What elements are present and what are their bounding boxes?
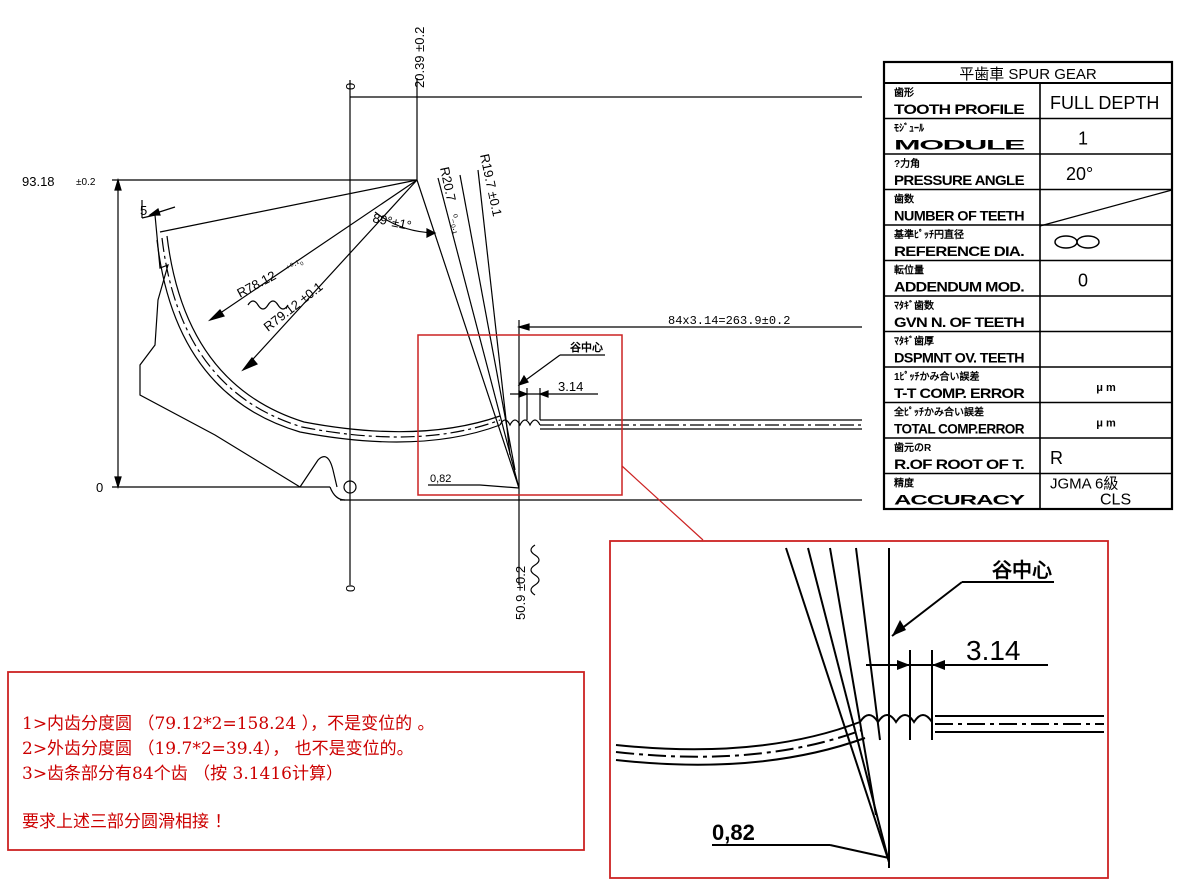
table-row-en-label: DSPMNT OV. TEETH bbox=[894, 350, 1025, 366]
dim-89-deg: 89°±1° bbox=[371, 210, 412, 233]
dim-zero-bottom: 0 bbox=[343, 585, 358, 592]
dim-5: 5 bbox=[140, 203, 147, 218]
dim-r79-12: R79.12 ±0.1 bbox=[261, 279, 326, 334]
table-row-value: FULL DEPTH bbox=[1050, 93, 1159, 113]
table-row-en-label: MODULE bbox=[894, 137, 1025, 153]
table-row-value: JGMA 6級 bbox=[1050, 476, 1118, 493]
table-row-jp-label: 基準ﾋﾟｯﾁ円直径 bbox=[893, 228, 964, 241]
table-row-jp-label: 精度 bbox=[894, 477, 915, 490]
table-row-value: 20° bbox=[1066, 164, 1093, 184]
dim-rack-length: 84x3.14=263.9±0.2 bbox=[668, 314, 790, 328]
table-row-jp-label: 歯形 bbox=[894, 86, 914, 99]
table-title: 平歯車 SPUR GEAR bbox=[959, 66, 1097, 83]
note-line-4: 要求上述三部分圆滑相接 ！ bbox=[22, 812, 231, 832]
table-row-en-label: GVN N. OF TEETH bbox=[894, 314, 1025, 330]
table-row-jp-label: ﾓｼﾞｭｰﾙ bbox=[894, 122, 925, 135]
dim-zero-left: 0 bbox=[96, 480, 103, 495]
table-row-jp-label: 歯元のR bbox=[894, 441, 932, 454]
zoom-view: 谷中心 3.14 0,82 bbox=[609, 540, 1109, 879]
table-row-jp-label: ?力角 bbox=[894, 157, 920, 170]
table-row-en-label: T-T COMP. ERROR bbox=[894, 385, 1025, 401]
dim-3-14: 3.14 bbox=[558, 379, 583, 394]
table-rows: 歯形 TOOTH PROFILE FULL DEPTH ﾓｼﾞｭｰﾙ MODULE 1 ?力… bbox=[884, 86, 1172, 509]
highlight-box bbox=[417, 334, 623, 496]
main-drawing bbox=[112, 78, 862, 596]
dim-93-18: 93.18 bbox=[22, 174, 55, 189]
label-valley-center: 谷中心 bbox=[570, 340, 603, 354]
table-row-en-label: TOTAL COMP.ERROR bbox=[894, 421, 1024, 437]
table-row-value: μ m bbox=[1096, 418, 1116, 430]
table-row-en-label: ADDENDUM MOD. bbox=[894, 279, 1024, 295]
note-line-3: 3>齿条部分有84个齿 （按 3.1416计算） bbox=[22, 764, 343, 784]
zoom-dim-0-82: 0,82 bbox=[712, 820, 755, 845]
notes-box: 1>内齿分度圆 （79.12*2=158.24 ），不是变位的 。 2>外齿分度… bbox=[7, 671, 585, 851]
table-row-jp-label: 転位量 bbox=[894, 264, 924, 277]
dim-93-18-tol: ±0.2 bbox=[76, 177, 96, 188]
zoom-dim-3-14: 3.14 bbox=[966, 635, 1021, 666]
table-row-jp-label: 歯数 bbox=[894, 193, 915, 206]
highlight-connector bbox=[621, 465, 704, 541]
table-row-en-label: NUMBER OF TEETH bbox=[894, 208, 1024, 224]
dim-zero-top: 0 bbox=[343, 83, 358, 90]
table-row-jp-label: 1ﾋﾟｯﾁかみ合い誤差 bbox=[894, 370, 980, 383]
dim-r19-7: R19.7 ±0.1 bbox=[477, 153, 505, 218]
teeth-diagonal bbox=[1039, 189, 1173, 227]
dim-r20-7: R20.7 bbox=[437, 166, 459, 203]
table-row-jp-label: ﾏﾀｷﾞ歯数 bbox=[894, 299, 935, 312]
note-line-2: 2>外齿分度圆 （19.7*2=39.4）， 也不是变位的。 bbox=[22, 739, 414, 759]
hole-circle bbox=[343, 480, 357, 494]
table-row-value: R bbox=[1050, 448, 1063, 468]
table-row-en-label: REFERENCE DIA. bbox=[894, 243, 1024, 259]
table-row-jp-label: ﾏﾀｷﾞ歯厚 bbox=[894, 335, 934, 348]
dim-r78-12-tol: ⁺⁰·¹₀ bbox=[284, 256, 305, 273]
dim-0-82: 0,82 bbox=[430, 473, 451, 485]
table-row-en-label: PRESSURE ANGLE bbox=[894, 172, 1024, 188]
table-row-jp-label: 全ﾋﾟｯﾁかみ合い誤差 bbox=[893, 406, 984, 419]
table-row-en-label: TOOTH PROFILE bbox=[894, 101, 1024, 117]
zoom-label-valley-center: 谷中心 bbox=[992, 558, 1052, 582]
dim-50-9: 50.9 ±0.2 bbox=[513, 566, 528, 620]
note-line-1: 1>内齿分度圆 （79.12*2=158.24 ），不是变位的 。 bbox=[22, 714, 434, 734]
dim-r20-7-tol: ⁰₋₀.₁ bbox=[447, 213, 462, 235]
table-row-value: 0 bbox=[1078, 271, 1088, 291]
table-row-en-label: ACCURACY bbox=[894, 492, 1026, 508]
table-row-en-label: R.OF ROOT OF T. bbox=[894, 456, 1024, 472]
infinity-symbol bbox=[1054, 235, 1100, 249]
table-row-value-2: CLS bbox=[1100, 492, 1131, 509]
table-row-value: 1 bbox=[1078, 129, 1088, 149]
spec-table: 歯形 TOOTH PROFILE FULL DEPTH ﾓｼﾞｭｰﾙ MODULE 1 ?力… bbox=[882, 60, 1174, 511]
dim-20-39: 20.39 ±0.2 bbox=[412, 27, 427, 88]
dim-r78-12: R78.12 bbox=[234, 268, 278, 301]
table-row-value: μ m bbox=[1096, 382, 1116, 394]
